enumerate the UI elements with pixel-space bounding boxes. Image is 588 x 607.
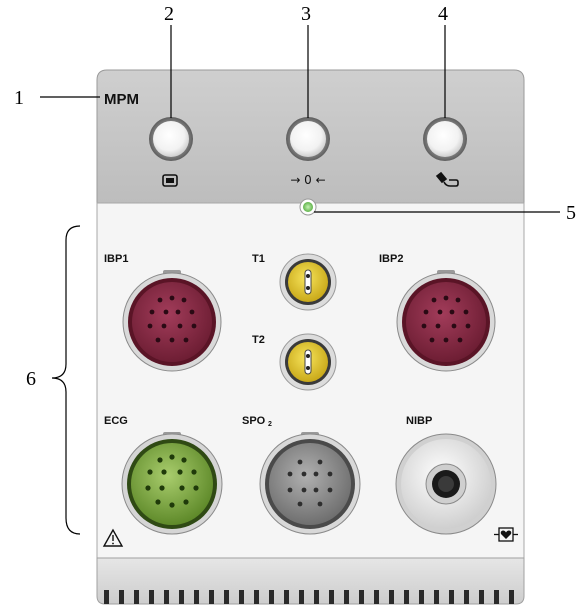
t1-connector[interactable] [279,253,337,311]
callout-lines [40,25,560,535]
module-brand: MPM [104,91,139,108]
vent-slots [104,590,514,604]
ecg-label: ECG [104,415,128,427]
callout-6: 6 [26,368,36,390]
base-panel [96,557,525,605]
indicator-light [299,198,317,216]
zero-button[interactable] [286,117,330,161]
t2-connector[interactable] [279,333,337,391]
spo2-subscript: 2 [268,421,272,428]
ibp2-label: IBP2 [379,253,403,265]
nibp-connector[interactable] [395,433,497,535]
ibp2-connector[interactable] [396,270,496,372]
ecg-connector[interactable] [121,432,223,535]
callout-3: 3 [301,3,311,25]
callout-2: 2 [164,3,174,25]
display-screen-icon [162,174,178,187]
ibp1-connector[interactable] [122,270,222,372]
display-button[interactable] [149,117,193,161]
nibp-start-button[interactable] [423,117,467,161]
spo2-connector[interactable] [259,432,361,535]
nibp-label: NIBP [406,415,432,427]
callout-1: 1 [14,87,24,109]
t1-label: T1 [252,253,265,265]
defibrillation-proof-heart-icon [494,527,518,542]
callout-5: 5 [566,202,576,224]
spo2-label: SPO [242,415,266,427]
t2-label: T2 [252,334,265,346]
warning-triangle-icon [102,528,124,547]
ibp1-label: IBP1 [104,253,128,265]
zero-icon: → 0 ← [290,173,325,187]
nibp-cuff-icon [435,171,459,187]
callout-4: 4 [438,3,448,25]
